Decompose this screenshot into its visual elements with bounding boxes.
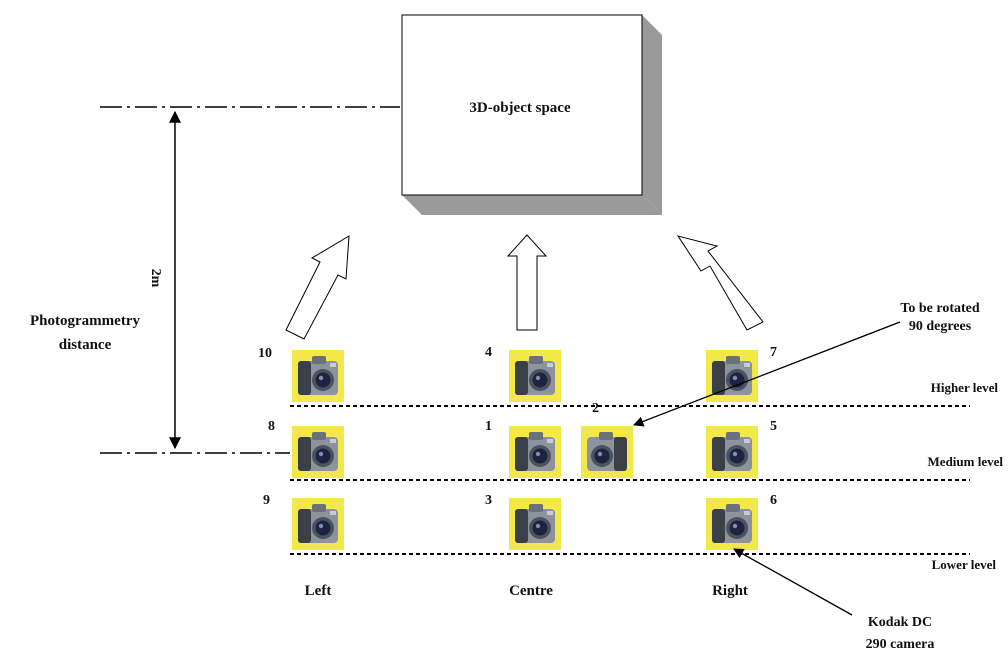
position-number-5: 5 — [770, 419, 777, 434]
column-label-centre: Centre — [509, 583, 553, 599]
position-number-7: 7 — [770, 345, 777, 360]
camera-icon-8 — [292, 426, 344, 478]
camera-icon-10 — [292, 350, 344, 402]
position-number-8: 8 — [268, 419, 275, 434]
position-number-4: 4 — [485, 345, 492, 360]
left-view-arrow — [285, 235, 350, 340]
centre-view-arrow — [506, 234, 548, 331]
medium-level-label: Medium level — [928, 454, 1004, 469]
object-space-label: 3D-object space — [469, 100, 571, 116]
distance-title-line1: Photogrammetry — [30, 313, 140, 329]
camera-note-arrow — [733, 548, 853, 616]
position-number-2: 2 — [592, 401, 599, 416]
position-number-10: 10 — [258, 346, 272, 361]
position-number-9: 9 — [263, 493, 270, 508]
camera-icon-6 — [706, 498, 758, 550]
rotate-note-arrow — [633, 321, 901, 427]
higher-level-label: Higher level — [931, 380, 999, 395]
object-space-box — [401, 14, 662, 215]
rotate-note-line2: 90 degrees — [909, 319, 972, 334]
position-number-3: 3 — [485, 493, 492, 508]
camera-icon-3 — [509, 498, 561, 550]
camera-note-line2: 290 camera — [866, 637, 935, 652]
camera-icon-4 — [509, 350, 561, 402]
camera-icon-9 — [292, 498, 344, 550]
distance-title-line2: distance — [59, 337, 112, 353]
right-view-arrow — [676, 235, 764, 331]
column-label-right: Right — [712, 583, 748, 599]
camera-icon-2-rotated — [581, 426, 633, 478]
rotate-note-line1: To be rotated — [900, 301, 980, 316]
position-number-1: 1 — [485, 419, 492, 434]
distance-value-label: 2m — [148, 269, 163, 288]
camera-icon-1 — [509, 426, 561, 478]
camera-note-line1: Kodak DC — [868, 615, 932, 630]
column-label-left: Left — [305, 583, 332, 599]
lower-level-label: Lower level — [932, 557, 997, 572]
position-number-6: 6 — [770, 493, 777, 508]
camera-icon-5 — [706, 426, 758, 478]
